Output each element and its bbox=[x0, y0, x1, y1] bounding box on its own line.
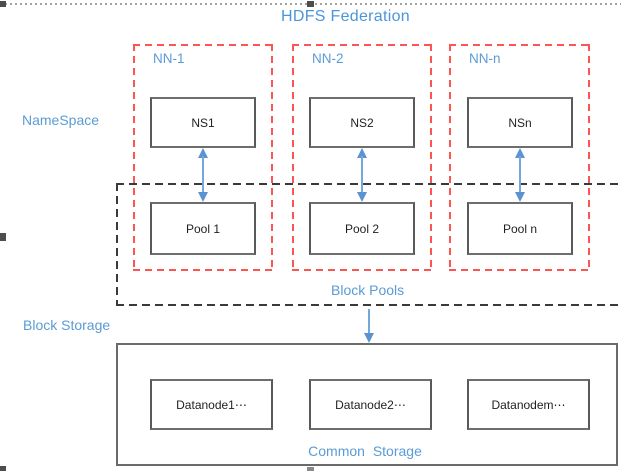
ns1-box: NS1 bbox=[150, 97, 256, 148]
blockpools-to-storage-arrow-icon bbox=[364, 309, 374, 343]
selection-handle-top-middle[interactable] bbox=[307, 1, 314, 7]
common-storage-label: Common Storage bbox=[308, 443, 422, 459]
nn1-label: NN-1 bbox=[153, 51, 185, 66]
datanode2-box: Datanode2⋯ bbox=[309, 379, 432, 430]
nsn-box: NSn bbox=[467, 97, 573, 148]
selection-handle-top-left[interactable] bbox=[0, 1, 6, 7]
nnn-label: NN-n bbox=[469, 51, 501, 66]
ns1-pool1-double-arrow-icon bbox=[198, 148, 208, 202]
pool1-box: Pool 1 bbox=[150, 202, 256, 255]
selection-handle-left-middle[interactable] bbox=[0, 233, 6, 241]
nsn-pooln-double-arrow-icon bbox=[515, 148, 525, 202]
datanodem-box: Datanodem⋯ bbox=[467, 379, 590, 430]
nn2-label: NN-2 bbox=[312, 51, 344, 66]
selection-handle-bottom-middle[interactable] bbox=[307, 467, 314, 471]
datanode1-box: Datanode1⋯ bbox=[150, 379, 273, 430]
ns2-box: NS2 bbox=[309, 97, 415, 148]
pooln-box: Pool n bbox=[467, 202, 573, 255]
ns2-pool2-double-arrow-icon bbox=[357, 148, 367, 202]
block-pools-label: Block Pools bbox=[331, 282, 405, 298]
selection-handle-bottom-left[interactable] bbox=[0, 466, 6, 471]
block-storage-label: Block Storage bbox=[23, 317, 111, 333]
namespace-label: NameSpace bbox=[22, 112, 100, 128]
diagram-title: HDFS Federation bbox=[281, 8, 410, 25]
pool2-box: Pool 2 bbox=[309, 202, 415, 255]
